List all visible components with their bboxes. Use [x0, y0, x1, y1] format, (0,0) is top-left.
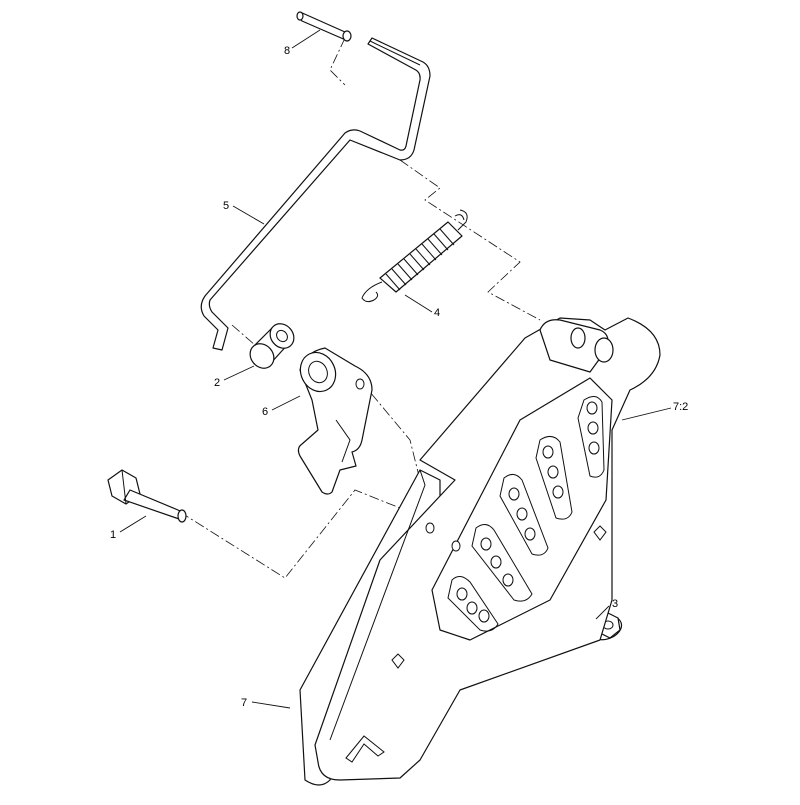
part-4-extension-spring	[361, 209, 468, 303]
part-8-grip-pin	[296, 11, 352, 42]
pedal-pad-holes	[456, 401, 600, 623]
callout-5: 5	[223, 200, 230, 212]
callout-7-2: 7:2	[673, 401, 689, 413]
part-5-bent-rod	[200, 37, 431, 351]
part-6-lever	[297, 347, 373, 495]
part-7-bracket-assembly	[299, 317, 661, 786]
callout-8: 8	[284, 45, 291, 57]
callout-1: 1	[110, 529, 117, 541]
callout-4: 4	[434, 307, 441, 319]
pedal-pad-slots	[447, 396, 605, 632]
callout-2: 2	[214, 377, 221, 389]
leader-lines	[119, 29, 672, 709]
part-2-bushing	[249, 323, 295, 369]
part-1-shoulder-bolt	[107, 469, 187, 523]
callout-3: 3	[612, 598, 619, 610]
callout-7: 7	[241, 697, 248, 709]
callout-6: 6	[262, 406, 269, 418]
